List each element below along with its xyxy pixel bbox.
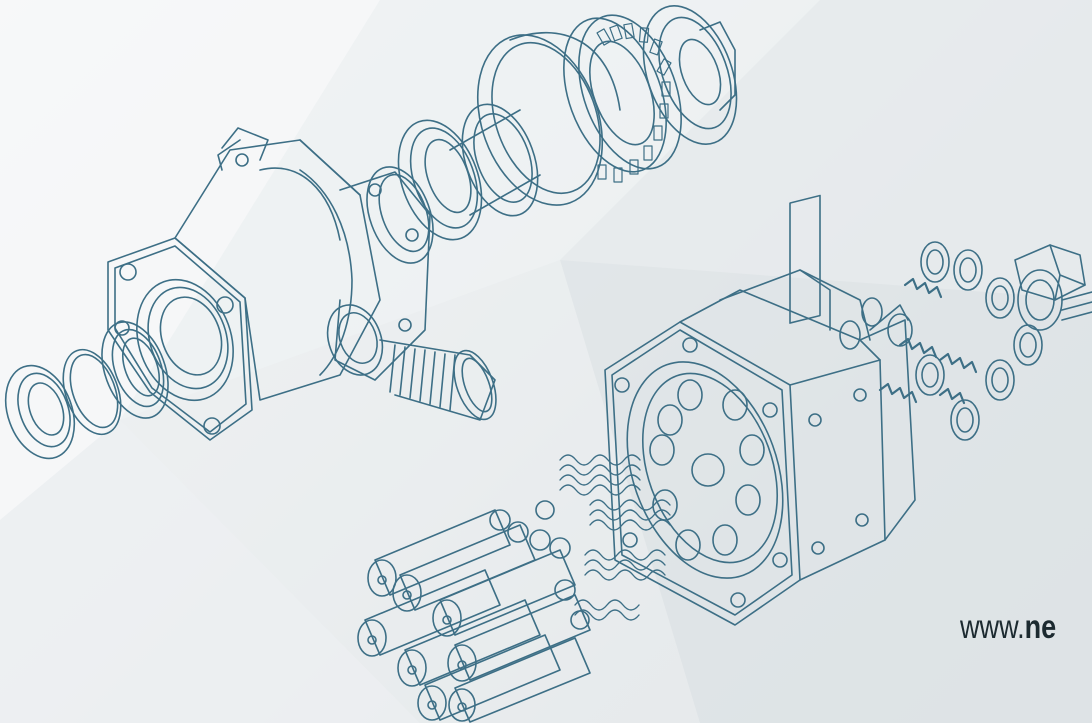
check-valve-springs-icon [878, 277, 978, 405]
piston-icon [392, 524, 536, 612]
hex-fitting-icon [1014, 244, 1092, 331]
cylinder-barrel-icon [626, 361, 784, 579]
piston-icon [432, 549, 576, 637]
website-prefix: www. [960, 608, 1025, 645]
piston-icon [367, 509, 511, 597]
shaft-bearing-stack-icon [366, 103, 541, 264]
piston-icon [357, 569, 501, 657]
seal-ring-icon [4, 364, 76, 460]
ball-retainer-icon [489, 500, 590, 630]
front-plate-icon [604, 321, 801, 626]
piston-springs-icon [559, 454, 671, 621]
spring-coil-icon [584, 549, 666, 581]
piston-icon [417, 634, 561, 721]
rear-flange-icon [334, 171, 431, 381]
piston-icon [397, 599, 541, 687]
valve-fittings-icon [839, 241, 1043, 441]
pump-body-icon [679, 194, 886, 581]
spring-coil-icon [574, 599, 640, 621]
hydraulic-piston-pump-assembly-icon [357, 194, 1092, 723]
spring-coil-icon [559, 454, 641, 496]
website-url[interactable]: www.ne [960, 608, 1056, 646]
piston-icon [448, 637, 591, 723]
end-disc-icon [642, 5, 738, 145]
gearbox-shaft-assembly-icon [4, 5, 738, 460]
threaded-stub-icon [379, 339, 497, 421]
snap-ring-icon [62, 348, 122, 436]
website-brand: ne [1024, 608, 1057, 645]
needle-bearing-icon [563, 14, 682, 183]
side-port-icon [326, 304, 384, 376]
website-url-clip: www.ne [960, 600, 1092, 660]
housing-body-icon [174, 127, 381, 401]
spring-coil-icon [589, 499, 671, 531]
